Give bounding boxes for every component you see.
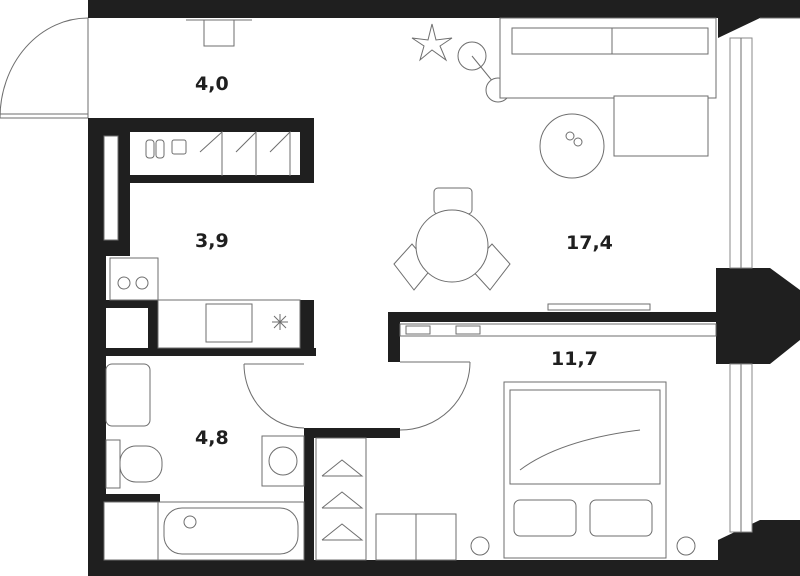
wall-corner-top-right — [718, 0, 800, 38]
bathroom — [103, 363, 305, 561]
kitchen — [109, 257, 301, 349]
wardrobe — [315, 437, 367, 561]
nightstand-lamp-icon — [676, 536, 696, 556]
plant-icon — [272, 314, 288, 330]
wall-pillar-right — [716, 268, 800, 364]
pillow-icon — [513, 499, 577, 537]
wall-bath-bottom-step — [104, 494, 160, 502]
wall-left — [88, 118, 106, 576]
sofa-chaise — [613, 95, 709, 157]
coffee-table-icon — [539, 113, 605, 179]
hanger-icon — [321, 459, 364, 541]
bedroom — [315, 323, 717, 561]
wall-closet-right — [300, 118, 314, 183]
washing-machine-icon — [261, 435, 305, 487]
shoes-icon — [145, 139, 187, 159]
sink-icon — [205, 303, 253, 343]
nightstand-lamp-icon — [470, 536, 490, 556]
wall-top — [88, 0, 718, 18]
wall-bedroom-top — [388, 312, 718, 322]
room-area-hall: 4,0 — [195, 73, 229, 95]
tv-icon — [547, 303, 651, 311]
closet — [103, 130, 291, 241]
room-area-living: 17,4 — [566, 232, 613, 254]
wall-bedroom-door-top — [304, 428, 400, 438]
living-room — [393, 17, 717, 311]
wall-bedroom-left-stub — [388, 312, 400, 362]
dining-table-icon — [393, 187, 511, 291]
wall-bath-top — [104, 348, 316, 356]
wall-closet-bottom — [130, 175, 314, 183]
bathroom-door-icon — [243, 363, 305, 429]
room-area-corridor: 3,9 — [195, 230, 229, 252]
stove-icon — [109, 257, 159, 301]
bath-niche — [103, 501, 159, 561]
bed-icon — [503, 381, 667, 559]
room-area-bedroom: 11,7 — [551, 348, 598, 370]
sofa-icon — [499, 17, 717, 157]
bedroom-shelf — [399, 323, 717, 337]
wall-bottom — [88, 560, 718, 576]
wall-bedroom-left-stub2 — [388, 430, 400, 438]
bathtub-icon — [157, 501, 305, 561]
toilet-icon — [105, 439, 163, 489]
windows — [729, 17, 800, 533]
hall-shelf — [186, 19, 252, 47]
wall-bath-right — [304, 428, 314, 576]
sink-icon — [105, 363, 151, 427]
hanger-icon — [199, 130, 291, 176]
closet-mirror — [103, 135, 119, 241]
room-area-bathroom: 4,8 — [195, 427, 229, 449]
wall-top-left — [88, 0, 104, 18]
wall-kitchen-divider — [148, 300, 158, 356]
wall-closet-top — [104, 118, 314, 132]
wall-kitchen-mid — [104, 300, 156, 308]
entrance-door-icon — [0, 17, 89, 119]
plant-icon — [411, 23, 453, 62]
wall-kitchen-end — [300, 300, 314, 356]
bedroom-door-icon — [399, 361, 471, 431]
wall-corner-bottom-right — [718, 520, 800, 576]
pillow-icon — [589, 499, 653, 537]
